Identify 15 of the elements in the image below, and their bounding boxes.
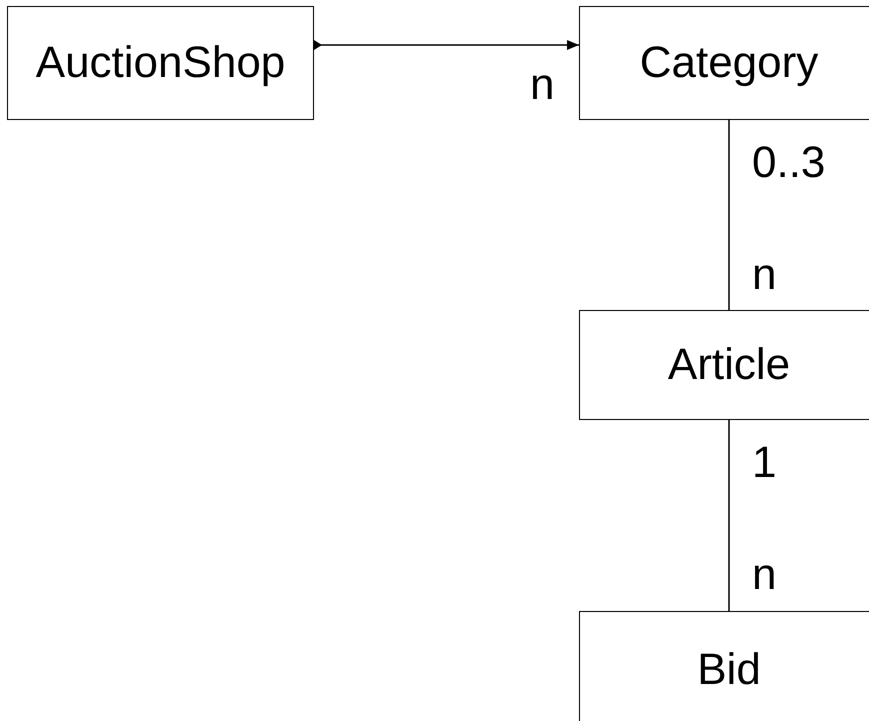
class-box bbox=[579, 611, 869, 721]
class-box bbox=[7, 6, 314, 120]
multiplicity-label: 1 bbox=[752, 441, 776, 485]
multiplicity-label: n bbox=[530, 63, 554, 107]
multiplicity-label: 0..3 bbox=[752, 141, 826, 185]
connector-line bbox=[728, 420, 730, 611]
connector-line bbox=[728, 120, 730, 310]
multiplicity-label: n bbox=[752, 253, 776, 297]
class-name: Article bbox=[668, 343, 790, 387]
class-box bbox=[579, 6, 869, 120]
multiplicity-label: n bbox=[752, 553, 776, 597]
class-name: AuctionShop bbox=[36, 41, 286, 85]
class-name: Category bbox=[640, 41, 818, 85]
class-box bbox=[579, 310, 869, 420]
class-name: Bid bbox=[697, 648, 761, 692]
